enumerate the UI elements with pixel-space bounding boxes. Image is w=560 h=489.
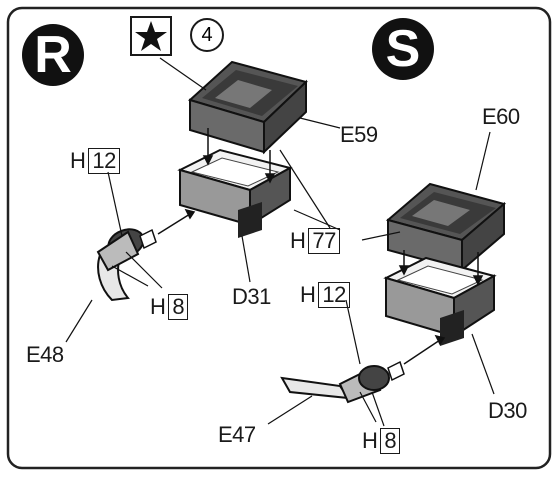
label-e59: E59 xyxy=(340,122,378,147)
part-e60-shape xyxy=(385,182,507,273)
leader-lines xyxy=(65,57,495,427)
part-d30-shape xyxy=(383,256,497,346)
label-e47: E47 xyxy=(218,422,256,447)
part-e59-shape xyxy=(188,60,308,155)
callout-value: 12 xyxy=(318,282,350,308)
label-d30: D30 xyxy=(488,398,527,423)
callout-prefix: H xyxy=(290,228,306,253)
callout-prefix: H xyxy=(70,148,86,173)
label-e48: E48 xyxy=(26,342,64,367)
callout-prefix: H xyxy=(150,294,166,319)
callout-value: 12 xyxy=(88,148,120,174)
callout-prefix: H xyxy=(300,282,316,307)
insert-arrows-left xyxy=(202,128,276,184)
callout-prefix: H xyxy=(362,428,378,453)
insert-arrows-right xyxy=(398,250,484,286)
label-e60: E60 xyxy=(482,104,520,129)
star-icon xyxy=(130,16,172,56)
insert-arrow-e48 xyxy=(157,208,196,235)
circled-number: 4 xyxy=(190,18,224,52)
diagram-frame xyxy=(6,6,552,470)
variant-s-badge: S xyxy=(372,18,434,80)
part-e47-shape xyxy=(280,360,405,404)
part-e48-shape xyxy=(96,228,157,302)
label-d31: D31 xyxy=(232,284,271,309)
callout-value: 77 xyxy=(308,228,340,254)
insert-arrow-e47 xyxy=(403,334,446,365)
callout-value: 8 xyxy=(168,294,189,320)
callout-value: 8 xyxy=(380,428,401,454)
variant-r-badge: R xyxy=(22,24,84,86)
